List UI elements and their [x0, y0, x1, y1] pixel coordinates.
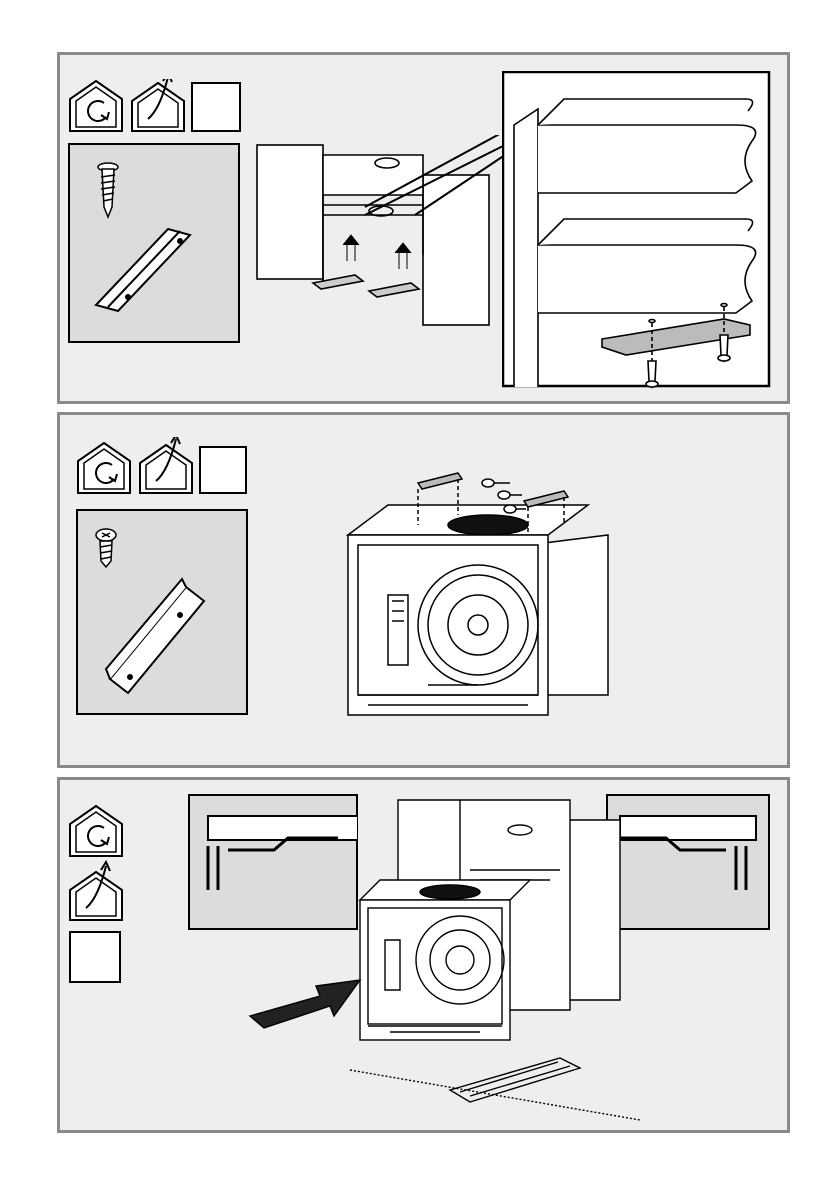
step-2-panel — [57, 412, 790, 768]
step-3-panel — [57, 777, 790, 1133]
hardware-box — [76, 509, 248, 715]
hardware-box — [68, 143, 240, 343]
hood-unit-with-brackets-drawing — [328, 465, 618, 725]
blank-mode-box — [70, 932, 120, 982]
recirculation-mode-icon — [78, 443, 130, 493]
insertion-arrow — [250, 980, 360, 1028]
blank-mode-box — [200, 447, 246, 493]
mode-icons-column — [68, 802, 128, 986]
cabinet-with-brackets-drawing — [255, 135, 515, 335]
bracket-detail-zoom — [502, 71, 772, 389]
extraction-mode-icon — [70, 862, 122, 920]
angle-bracket-part — [418, 473, 568, 507]
recirculation-mode-icon — [70, 806, 122, 856]
blank-mode-box — [192, 83, 240, 131]
extraction-mode-icon — [132, 79, 184, 131]
step-1-panel — [57, 52, 790, 404]
extraction-mode-icon — [140, 437, 192, 493]
mode-icons-row — [76, 437, 256, 497]
mode-icons-row — [68, 79, 248, 135]
hood-insertion-drawing — [240, 790, 660, 1130]
recirculation-mode-icon — [70, 81, 122, 131]
